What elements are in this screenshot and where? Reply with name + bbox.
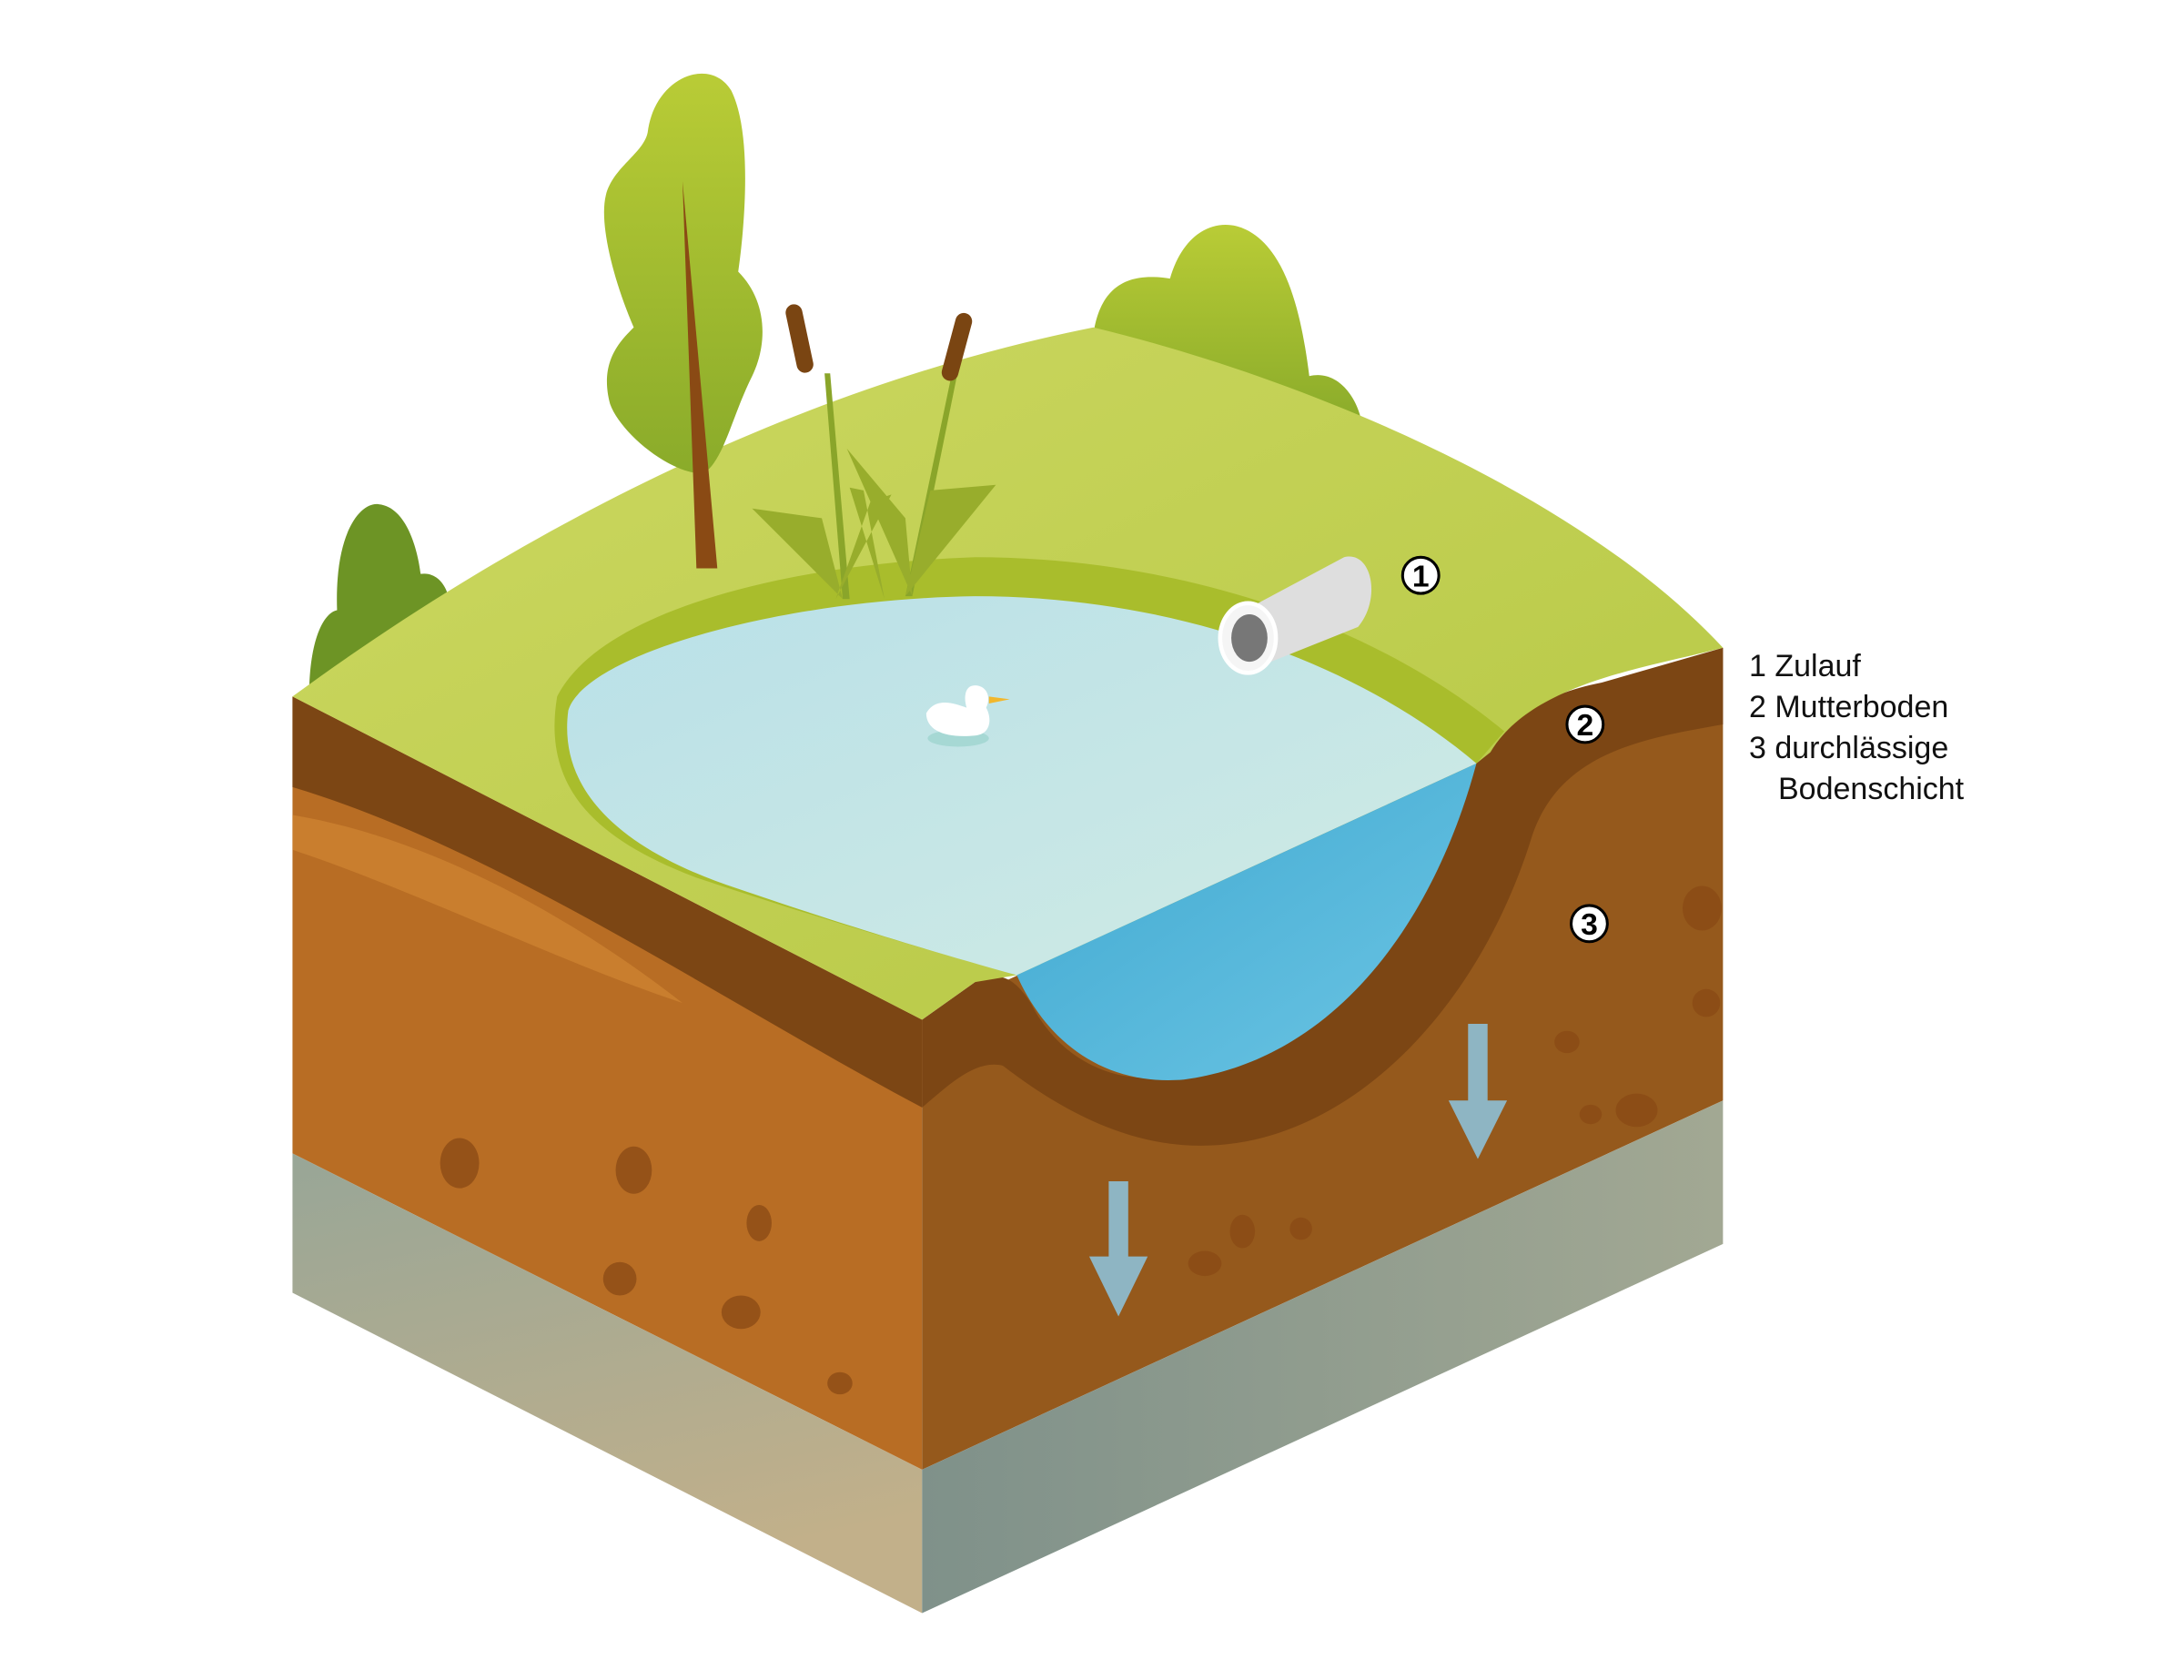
left-face-bedrock — [292, 1153, 923, 1614]
bush-left — [308, 503, 449, 697]
pond-water-section — [1016, 763, 1477, 1080]
tree-crown — [603, 73, 763, 474]
seepage-arrow-icon — [1088, 1024, 1508, 1317]
right-face-topsoil — [922, 647, 1724, 1146]
cattail-reeds — [752, 304, 996, 600]
legend-item-durchlaessige: 3 durchlässige — [1749, 731, 1949, 765]
legend: 1 Zulauf 2 Mutterboden 3 durchlässige Bo… — [1749, 646, 1964, 810]
bush-back-right — [1093, 224, 1362, 425]
inlet-pipe-icon — [1218, 556, 1372, 675]
right-face-bedrock — [922, 1100, 1724, 1614]
marker-2-number: 2 — [1576, 709, 1593, 743]
pond-water-surface — [567, 596, 1477, 976]
legend-item-zulauf: 1 Zulauf — [1749, 649, 1861, 683]
marker-3-number: 3 — [1581, 908, 1598, 942]
left-face-subsoil-streak — [292, 815, 682, 1004]
marker-3: 3 — [1570, 904, 1609, 944]
left-face-topsoil — [292, 696, 923, 1108]
legend-item-bodenschicht: Bodenschicht — [1778, 772, 1965, 806]
legend-item-mutterboden: 2 Mutterboden — [1749, 690, 1949, 724]
marker-2: 2 — [1565, 704, 1605, 744]
pebbles — [440, 886, 1722, 1395]
marker-1-number: 1 — [1412, 560, 1430, 593]
duck-icon — [925, 685, 1010, 747]
marker-1: 1 — [1400, 555, 1441, 595]
